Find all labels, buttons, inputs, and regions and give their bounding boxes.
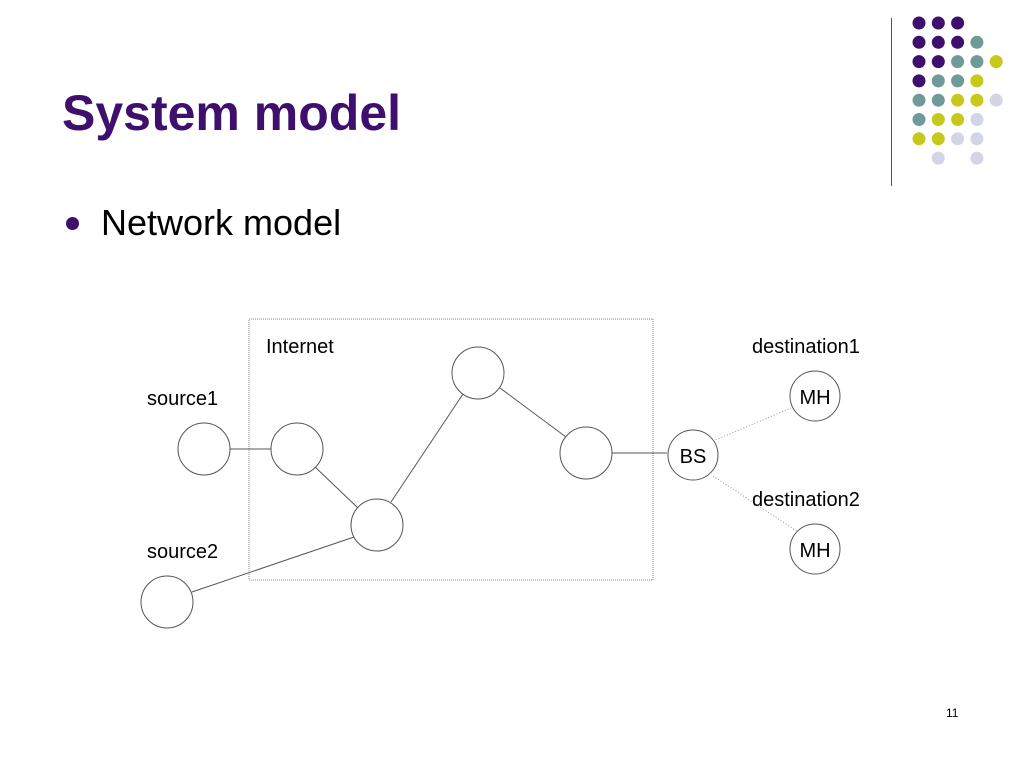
mobile-host-node-2 [789, 523, 841, 575]
decorative-dot [970, 151, 984, 165]
router-node [270, 422, 324, 476]
router-node [559, 426, 613, 480]
decorative-dot [951, 113, 965, 126]
router-node [350, 498, 404, 552]
link-router1-router2 [313, 465, 359, 509]
decorative-dot [970, 132, 984, 146]
source1-label: source1 [147, 388, 218, 410]
decorative-dot [970, 55, 984, 69]
decorative-dot [970, 113, 984, 126]
wireless-link-bs-mh1 [712, 407, 792, 442]
decorative-dot [931, 74, 945, 88]
link-router2-router3 [390, 393, 464, 503]
internet-boundary [248, 318, 654, 581]
source1-node [177, 422, 231, 476]
bullet-dot-icon [66, 216, 79, 230]
decorative-dot [912, 113, 926, 126]
destination2-label: destination2 [752, 489, 860, 511]
decorative-dot [951, 74, 965, 88]
source2-label: source2 [147, 541, 218, 563]
decorative-dot [951, 55, 965, 69]
source2-node [140, 575, 194, 629]
decorative-dot-grid [912, 16, 1003, 165]
decorative-dot [912, 55, 926, 69]
decorative-dot [931, 151, 945, 165]
bs-label: BS [680, 446, 707, 468]
decorative-dot [989, 93, 1003, 107]
bullet-text: Network model [101, 202, 342, 243]
decorative-dot [989, 55, 1003, 69]
decorative-dot [912, 35, 926, 49]
decorative-dot [912, 132, 926, 146]
header-divider [891, 18, 892, 186]
decorative-dot [931, 113, 945, 126]
decorative-dot [970, 74, 984, 88]
internet-label: Internet [266, 336, 334, 358]
decorative-dot [970, 93, 984, 107]
router-node [451, 346, 505, 400]
slide-title: System model [62, 85, 402, 141]
decorative-dot [931, 132, 945, 146]
decorative-dot [912, 74, 926, 88]
decorative-dot [912, 93, 926, 107]
decorative-dot [931, 16, 945, 30]
decorative-dot [951, 35, 965, 49]
destination1-label: destination1 [752, 336, 860, 358]
decorative-dot [951, 16, 965, 30]
mobile-host-node-1 [789, 370, 841, 422]
decorative-dot [951, 132, 965, 146]
decorative-dot [931, 35, 945, 49]
bullet-item: Network model [66, 205, 341, 241]
decorative-dot [970, 35, 984, 49]
link-router3-router4 [499, 387, 567, 438]
link-source2-router2 [191, 536, 355, 593]
decorative-dot [912, 16, 926, 30]
wireless-link-bs-mh2 [712, 475, 799, 533]
mh2-label: MH [799, 540, 830, 562]
decorative-dot [951, 93, 965, 107]
decorative-dot [931, 55, 945, 69]
decorative-dot [931, 93, 945, 107]
page-number: 11 [946, 706, 959, 720]
mh1-label: MH [799, 387, 830, 409]
base-station-node [667, 429, 719, 481]
